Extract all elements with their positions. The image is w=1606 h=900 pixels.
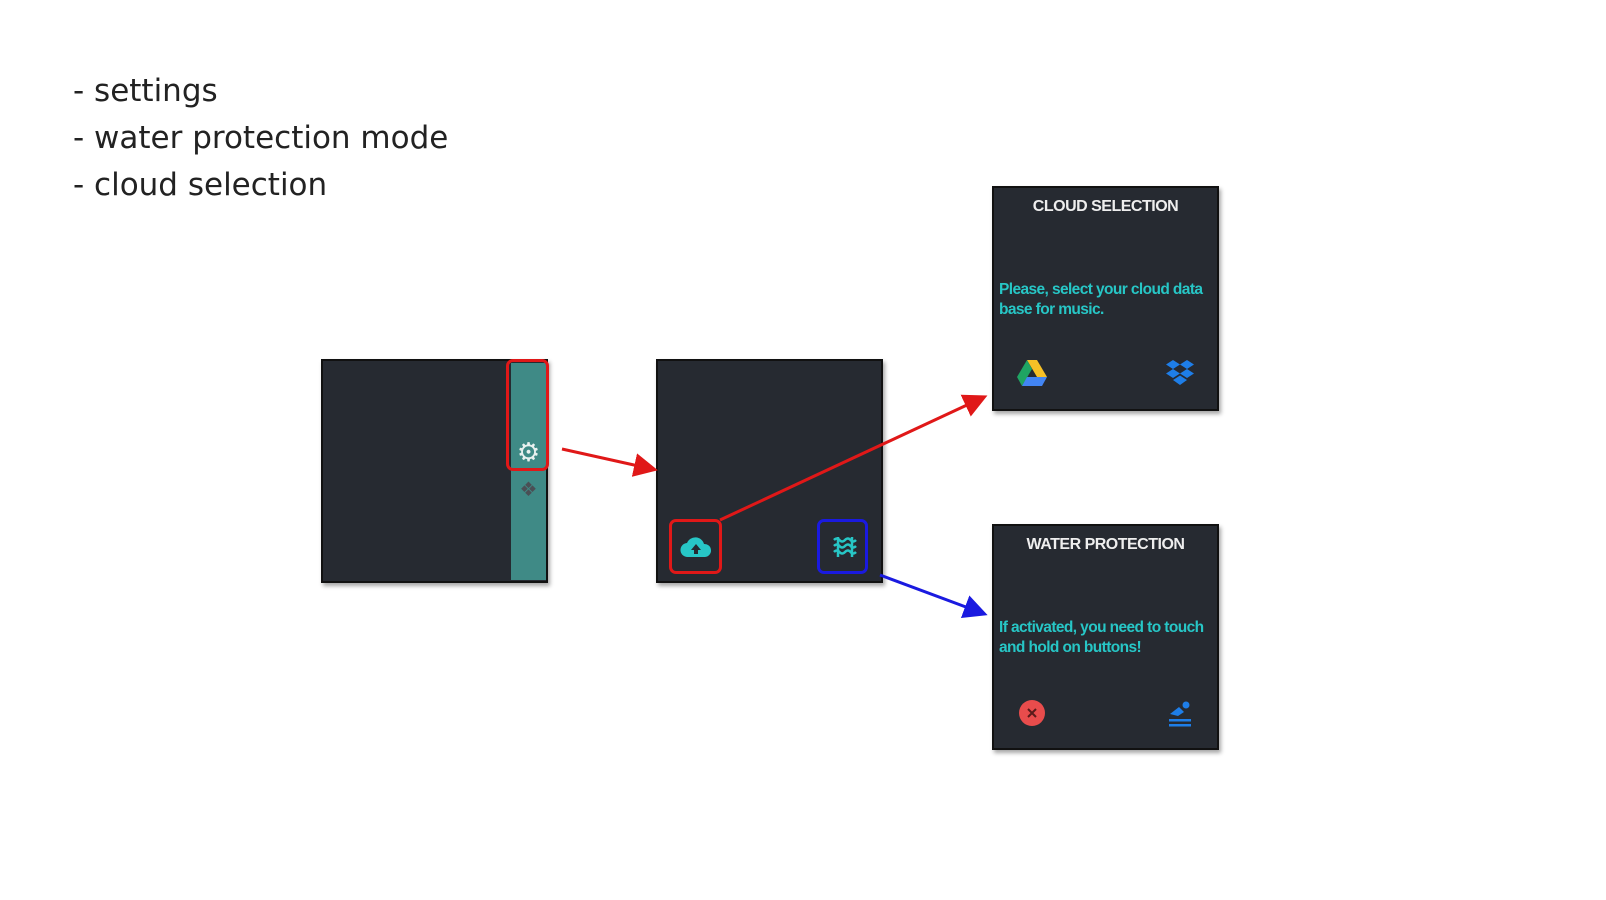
water-protection-icon[interactable] xyxy=(825,531,865,563)
google-drive-icon[interactable] xyxy=(1014,356,1050,390)
swimmer-icon[interactable] xyxy=(1162,696,1198,730)
note-cloud-selection: - cloud selection xyxy=(73,167,328,203)
side-drawer[interactable] xyxy=(511,363,546,580)
cloud-selection-dialog: CLOUD SELECTION Please, select your clou… xyxy=(992,186,1219,411)
cloud-upload-icon[interactable] xyxy=(676,531,716,563)
arrow-settings-to-menu xyxy=(561,447,658,477)
settings-gear-icon[interactable]: ⚙ xyxy=(516,436,541,467)
dropbox-icon[interactable] xyxy=(1162,356,1198,390)
dialog-message: Please, select your cloud data base for … xyxy=(999,281,1203,318)
water-button-highlight xyxy=(817,519,868,574)
dropbox-icon[interactable]: ❖ xyxy=(519,478,538,501)
cancel-icon[interactable] xyxy=(1014,696,1050,730)
note-water-protection: - water protection mode xyxy=(73,120,449,156)
settings-highlight xyxy=(506,359,549,471)
arrow-water-to-dialog xyxy=(879,573,988,618)
main-screen: ⚙ ❖ xyxy=(321,359,548,583)
dialog-message: If activated, you need to touch and hold… xyxy=(999,619,1204,656)
feature-notes: - settings - water protection mode - clo… xyxy=(73,68,448,209)
dialog-title: WATER PROTECTION xyxy=(1026,536,1185,553)
water-protection-dialog: WATER PROTECTION If activated, you need … xyxy=(992,524,1219,750)
note-settings: - settings xyxy=(73,73,218,109)
dialog-title: CLOUD SELECTION xyxy=(1032,198,1179,215)
cloud-button-highlight xyxy=(669,519,722,574)
